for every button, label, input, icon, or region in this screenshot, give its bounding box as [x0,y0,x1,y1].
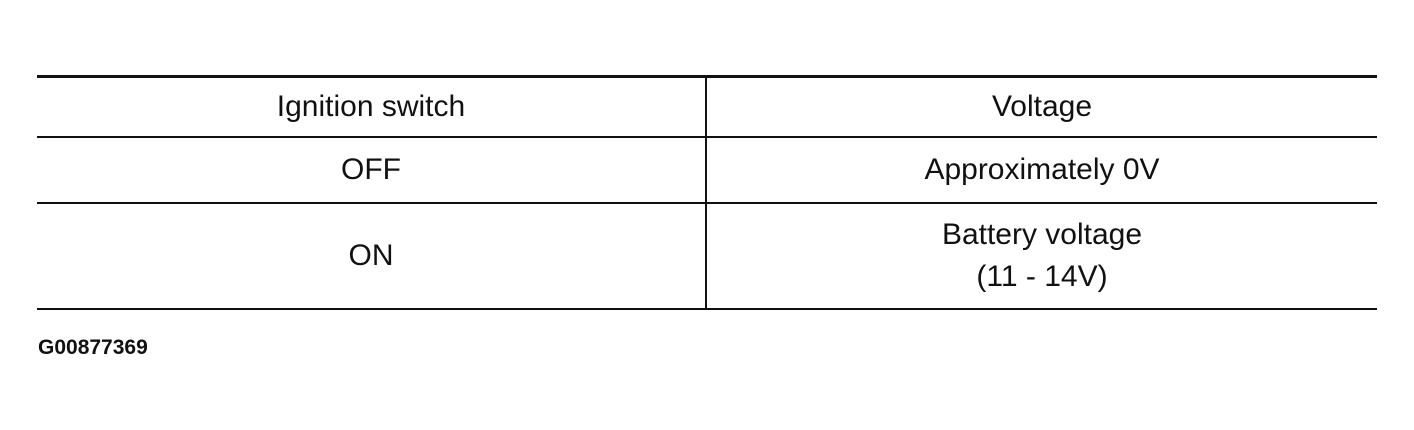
column-divider [705,75,707,310]
table-row-on-voltage: Battery voltage (11 - 14V) [707,204,1377,308]
voltage-value-line1: Battery voltage [941,218,1143,251]
header-bottom-rule [37,136,1377,138]
header-ignition-switch: Ignition switch [37,78,705,136]
switch-value: ON [348,239,394,272]
switch-value: OFF [341,153,401,186]
table-row-on-switch: ON [37,204,705,308]
header-voltage: Voltage [707,78,1377,136]
header-label: Voltage [991,90,1093,123]
figure-id: G00877369 [38,336,148,359]
voltage-value-line2: (11 - 14V) [976,260,1108,293]
voltage-value: Approximately 0V [924,153,1160,186]
table-top-rule [37,75,1377,78]
table-bottom-rule [37,308,1377,310]
header-label: Ignition switch [276,90,466,123]
table-row-off-voltage: Approximately 0V [707,138,1377,202]
row-divider [37,202,1377,204]
table-row-off-switch: OFF [37,138,705,202]
